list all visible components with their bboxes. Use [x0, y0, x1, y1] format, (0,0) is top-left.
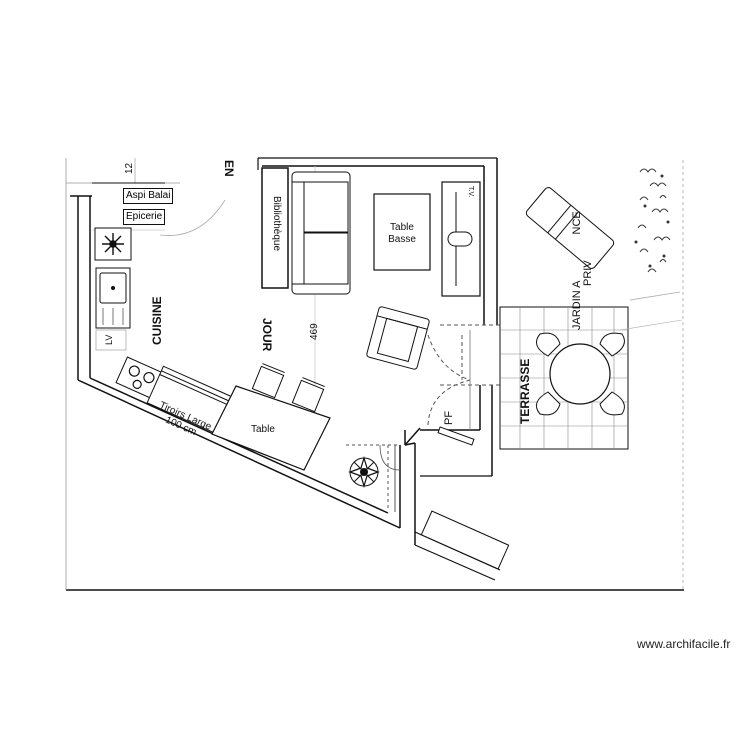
lv-unit	[95, 329, 127, 351]
tv-stand	[447, 231, 473, 247]
label-entree: EN	[222, 160, 236, 177]
label-epicerie: Epicerie	[123, 209, 166, 225]
bookcase	[261, 167, 289, 289]
armchair	[366, 306, 430, 370]
label-table-basse-2: Basse	[388, 234, 416, 245]
sliding-door	[437, 426, 475, 446]
pf-door-arc	[379, 444, 401, 471]
dining-table	[211, 385, 331, 471]
label-jardin: JARDIN A NCE PRIV	[571, 211, 594, 330]
label-top-number: 12	[124, 162, 135, 174]
wall-step-slope	[404, 427, 421, 446]
label-tv: T.V.	[467, 186, 474, 198]
garden-edge-line	[629, 291, 681, 301]
sink-tap	[111, 286, 115, 290]
wall-diag-outer	[77, 379, 401, 529]
chair-2	[291, 377, 325, 413]
label-jardin-1b: NCE	[571, 211, 583, 235]
garden-shrubs-dots	[634, 174, 670, 268]
outdoor-bench	[420, 510, 510, 570]
terrace-chairs	[535, 332, 625, 416]
wall-diag-ext2	[414, 544, 496, 581]
plant-icon	[348, 455, 380, 489]
wall-step-h3	[404, 442, 416, 446]
label-lv: LV	[104, 334, 114, 345]
label-dimension-469: 469	[309, 323, 320, 340]
label-table-basse: Table Basse	[380, 222, 424, 246]
label-jour: JOUR	[260, 318, 274, 352]
door-arc-2	[427, 379, 471, 426]
label-table-basse-1: Table	[390, 222, 414, 233]
door-arc-1	[427, 334, 471, 381]
label-aspi-balai: Aspi Balai	[123, 188, 174, 204]
entry-door-arc	[159, 199, 226, 236]
coffee-table	[373, 193, 431, 271]
terrace-round-table	[549, 343, 611, 405]
watermark: www.archifacile.fr	[637, 637, 731, 651]
label-table: Table	[251, 424, 275, 435]
garden-edge-line-2	[619, 319, 683, 331]
label-cuisine: CUISINE	[150, 296, 164, 345]
label-jardin-2: PRIV	[582, 260, 594, 286]
garden-lounger	[525, 187, 615, 269]
wall-diag-inner	[89, 377, 389, 514]
sofa	[291, 171, 351, 295]
garden-shrubs	[637, 168, 671, 273]
label-terrasse: TERRASSE	[518, 358, 532, 424]
label-jardin-1a: JARDIN A	[571, 280, 583, 330]
label-pf: PF	[443, 410, 455, 425]
label-bibliotheque: Bibliothèque	[271, 196, 282, 252]
chair-1	[251, 363, 285, 399]
snowflake-icon	[102, 233, 124, 255]
